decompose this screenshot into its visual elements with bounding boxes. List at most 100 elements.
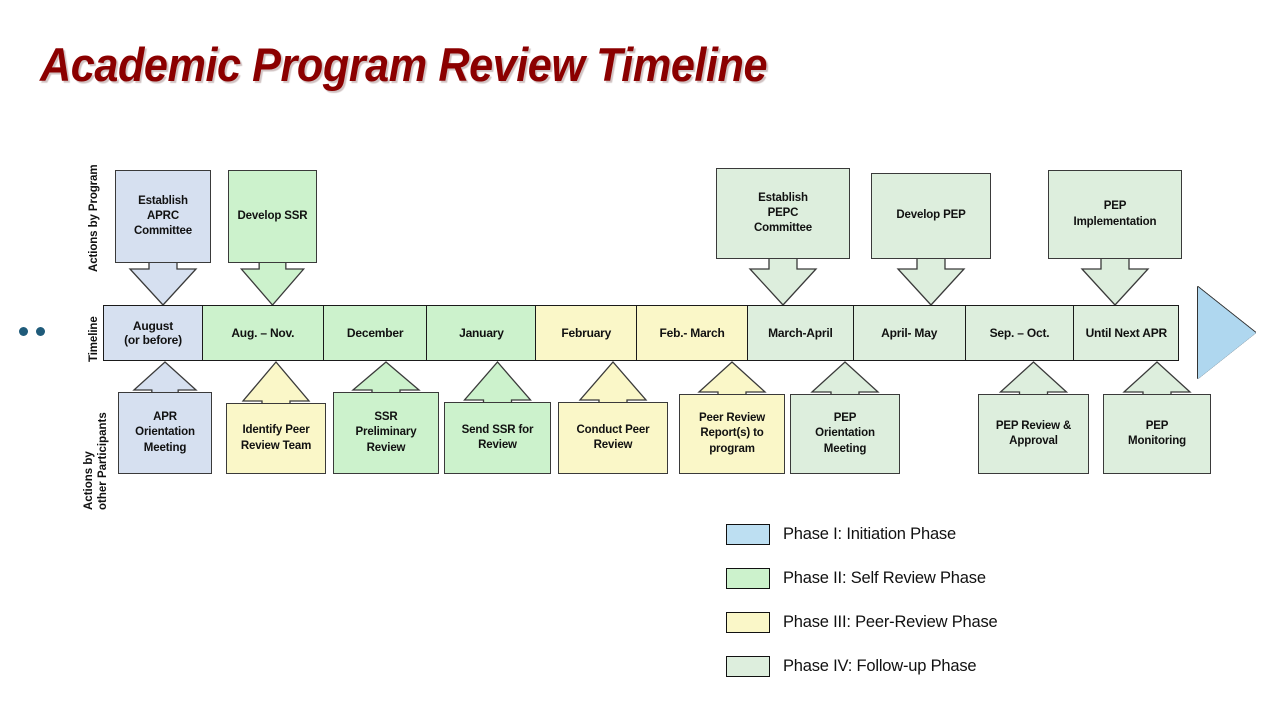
timeline-strip: August(or before) Aug. – Nov. December Janu… [103, 305, 1180, 361]
legend-color-swatch [726, 523, 770, 545]
legend-label: Phase I: Initiation Phase [783, 524, 956, 543]
legend-color-swatch [726, 611, 770, 633]
process-box-label-line: Meeting [143, 441, 187, 454]
process-box-label-line: Meeting [823, 442, 867, 455]
process-box-label-line: SSR [374, 411, 398, 424]
process-box-label-line: Orientation [815, 427, 875, 440]
down-arrow-connector-icon [239, 263, 306, 306]
page-title: Academic Program Review Timeline [40, 38, 768, 91]
process-box-label-line: Report(s) to [700, 427, 764, 440]
legend-label: Phase IV: Follow-up Phase [783, 656, 977, 675]
up-arrow-connector-icon [241, 360, 311, 403]
timeline-cell-label: Feb.- March [659, 325, 725, 340]
timeline-cell: February [535, 305, 638, 361]
timeline-cell: December [322, 305, 428, 361]
legend-row: Phase II: Self Review Phase [726, 556, 998, 600]
decorative-dot-left-2 [36, 327, 45, 336]
process-box-label-line: Orientation [135, 426, 195, 439]
row-label-actions-by-other-line1: Actions by [83, 451, 95, 510]
process-box-label-line: Identify Peer [242, 424, 310, 437]
process-box-body: Develop SSR [228, 170, 317, 263]
process-box-label-line: Develop PEP [896, 209, 966, 222]
process-box-label-line: Conduct Peer [576, 423, 650, 436]
timeline-cell-label: March-April [768, 325, 833, 340]
up-arrow-connector-icon [1122, 361, 1192, 394]
legend-label: Phase II: Self Review Phase [783, 568, 986, 587]
process-box-label-line: Establish [138, 194, 188, 207]
row-label-timeline: Timeline [88, 316, 100, 362]
down-arrow-connector-icon [896, 259, 966, 306]
timeline-cell: January [426, 305, 537, 361]
row-label-actions-by-other-participants: Actions by other Participants [82, 412, 111, 510]
timeline-cell-label: December [346, 325, 404, 340]
process-box-label-line: Review [366, 441, 406, 454]
up-arrow-connector-icon [132, 361, 198, 392]
process-box-body: PEP Monitoring [1103, 394, 1211, 474]
process-box-label-line: Develop SSR [237, 209, 308, 222]
process-box-body: PEP Implementation [1048, 170, 1182, 259]
timeline-cell: Until Next APR [1073, 305, 1180, 361]
down-arrow-connector-icon [1080, 259, 1150, 306]
process-box-label-line: Review Team [240, 439, 312, 452]
up-arrow-connector-icon [463, 361, 532, 402]
legend-color-swatch [726, 567, 770, 589]
up-arrow-connector-icon [810, 361, 880, 394]
process-box-label-line: APR [153, 411, 177, 424]
timeline-cell-label: April- May [881, 325, 938, 340]
process-box-label-line: Peer Review [698, 412, 766, 425]
process-box-label-line: Review [478, 439, 517, 451]
timeline-cell-label: Aug. – Nov. [231, 325, 295, 340]
timeline-cell: August(or before) [103, 305, 203, 361]
up-arrow-connector-icon [998, 361, 1069, 394]
timeline-cell-label: Sep. – Oct. [989, 325, 1050, 340]
down-arrow-connector-icon [128, 263, 198, 306]
row-label-actions-by-other-line2: other Participants [97, 412, 110, 510]
process-box-label-line: Monitoring [1128, 435, 1186, 447]
up-arrow-connector-icon [697, 361, 767, 394]
process-box-label-line: PEP Review & [995, 419, 1072, 432]
down-arrow-connector-icon [748, 259, 818, 306]
timeline-cell: Aug. – Nov. [201, 305, 324, 361]
row-label-actions-by-program: Actions by Program [88, 164, 100, 272]
process-box-label-line: Establish [758, 191, 808, 204]
up-arrow-connector-icon [578, 361, 648, 402]
timeline-cell: Feb.- March [636, 305, 749, 361]
decorative-dot-left-1 [19, 327, 28, 336]
process-box-body: Develop PEP [871, 173, 991, 259]
process-box-label-line: Review [593, 439, 633, 451]
process-box-label-line: PEP [1145, 419, 1169, 432]
process-box-label-line: Implementation [1073, 215, 1157, 228]
timeline-cell: March-April [746, 305, 854, 361]
up-arrow-connector-icon [351, 361, 421, 392]
legend-row: Phase I: Initiation Phase [726, 512, 998, 556]
process-box-label-line: PEP [833, 412, 857, 425]
timeline-cell: Sep. – Oct. [964, 305, 1075, 361]
process-box-label-line: Committee [133, 225, 193, 238]
process-box-label-line: Approval [1009, 435, 1058, 447]
timeline-cell-label: Until Next APR [1085, 325, 1168, 340]
process-box-label-line: Committee [753, 222, 813, 235]
process-box-label-line: Send SSR for [461, 423, 534, 436]
timeline-cell-sublabel: (or before) [124, 333, 182, 347]
legend-row: Phase IV: Follow-up Phase [726, 644, 998, 688]
process-box-label-line: PEP [1103, 200, 1127, 213]
timeline-cell-label: January [459, 325, 504, 340]
process-box-label-line: PEPC [767, 206, 799, 219]
timeline-cell: April- May [852, 305, 966, 361]
process-box-body: PEP Review & Approval [978, 394, 1089, 474]
process-box-label-line: Preliminary [355, 426, 417, 439]
legend-label: Phase III: Peer-Review Phase [783, 612, 998, 631]
legend-row: Phase III: Peer-Review Phase [726, 600, 998, 644]
timeline-cell-label: February [561, 325, 612, 340]
timeline-cell-label: August [132, 318, 174, 333]
